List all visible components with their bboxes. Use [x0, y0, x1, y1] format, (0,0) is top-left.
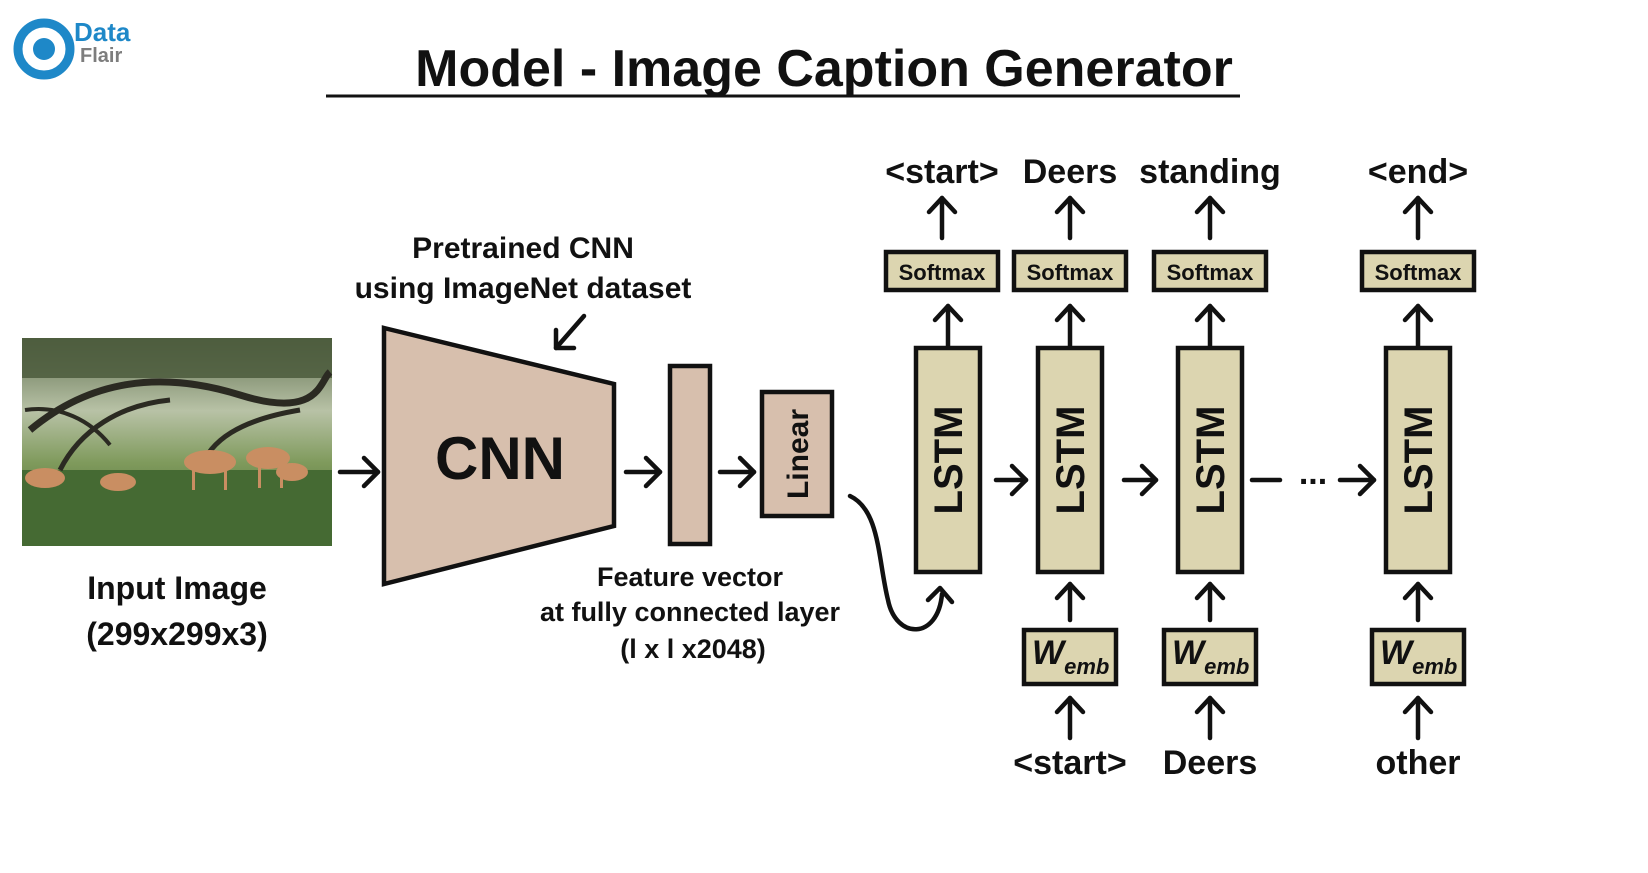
softmax-label-3: Softmax — [1375, 260, 1463, 285]
arrow-softmax-to-output-3 — [1402, 195, 1434, 241]
page-title: Model - Image Caption Generator — [415, 40, 1233, 98]
logo-word-data: Data — [74, 17, 131, 47]
cnn-label: CNN — [435, 425, 565, 492]
logo-word-flair: Flair — [80, 45, 122, 67]
input-word-0: <start> — [1013, 744, 1126, 782]
softmax-block-3 — [1359, 249, 1477, 293]
output-word-1: Deers — [1023, 153, 1118, 191]
wemb-block-2 — [1161, 627, 1259, 687]
logo-dot-icon — [33, 38, 55, 60]
softmax-block-1 — [1011, 249, 1129, 293]
input-image — [22, 338, 333, 546]
lstm-block-3 — [1383, 345, 1453, 575]
lstm-label-1: LSTM — [1049, 406, 1093, 515]
lstm-label-2: LSTM — [1189, 406, 1233, 515]
arrow-wemb-to-lstm-1 — [1054, 581, 1086, 623]
arrow-lstm-0-to-1 — [993, 463, 1029, 497]
annotation-arrow — [553, 313, 587, 351]
arrow-wemb-to-lstm-2 — [1194, 581, 1226, 623]
arrow-input-to-wemb-3 — [1402, 695, 1434, 741]
arrow-softmax-to-output-2 — [1194, 195, 1226, 241]
cnn-annotation-line2: using ImageNet dataset — [355, 272, 692, 305]
arrow-softmax-to-output-0 — [926, 195, 958, 241]
softmax-block-0 — [883, 249, 1001, 293]
feature-vector-line1: Feature vector — [597, 562, 784, 592]
arrow-input-to-wemb-2 — [1194, 695, 1226, 741]
output-word-2: standing — [1139, 153, 1281, 191]
wemb-block-3 — [1369, 627, 1467, 687]
arrow-lstm-to-softmax-1 — [1054, 303, 1086, 349]
arrow-lstm-to-softmax-3 — [1402, 303, 1434, 349]
dataflair-logo[interactable]: Data Flair — [13, 17, 131, 80]
output-word-3: <end> — [1368, 153, 1468, 191]
feature-vector-block — [667, 363, 713, 547]
wemb-label-2: Wemb — [1172, 634, 1249, 679]
logo-ring-icon — [13, 18, 75, 80]
softmax-label-1: Softmax — [1027, 260, 1115, 285]
wemb-block-1 — [1021, 627, 1119, 687]
output-word-0: <start> — [885, 153, 998, 191]
chain-ellipsis: ... — [1299, 454, 1327, 492]
softmax-label-0: Softmax — [899, 260, 987, 285]
softmax-label-2: Softmax — [1167, 260, 1255, 285]
arrow-lstm-to-softmax-2 — [1194, 303, 1226, 349]
arrow-input-to-wemb-1 — [1054, 695, 1086, 741]
arrow-lstm-to-softmax-0 — [932, 303, 964, 349]
input-image-label: Input Image — [87, 570, 267, 606]
feature-vector-line2: at fully connected layer — [540, 597, 841, 627]
lstm-label-3: LSTM — [1397, 406, 1441, 515]
lstm-block-2 — [1175, 345, 1245, 575]
input-image-size-label: (299x299x3) — [86, 616, 267, 652]
input-word-2: other — [1376, 744, 1461, 782]
wemb-label-3: Wemb — [1380, 634, 1457, 679]
wemb-label-1: Wemb — [1032, 634, 1109, 679]
arrow-image-to-cnn — [337, 455, 381, 489]
lstm-block-1 — [1035, 345, 1105, 575]
input-word-1: Deers — [1163, 744, 1258, 782]
softmax-block-2 — [1151, 249, 1269, 293]
arrow-cnn-to-feature — [623, 455, 663, 489]
arrow-wemb-to-lstm-3 — [1402, 581, 1434, 623]
linear-label: Linear — [782, 409, 815, 499]
cnn-block — [381, 325, 617, 587]
linear-block — [759, 389, 835, 519]
arrow-lstm-1-to-2 — [1121, 463, 1159, 497]
arrow-lstm-chain-to-last — [1337, 463, 1377, 497]
lstm-chain: <start>SoftmaxLSTMDeersSoftmaxLSTMWemb<s… — [883, 153, 1477, 782]
feature-vector-line3: (l x l x2048) — [620, 634, 766, 664]
arrow-feature-to-linear — [717, 455, 757, 489]
cnn-annotation-line1: Pretrained CNN — [412, 232, 634, 265]
lstm-block-0 — [913, 345, 983, 575]
arrow-linear-to-lstm — [847, 493, 955, 632]
arrow-softmax-to-output-1 — [1054, 195, 1086, 241]
lstm-label-0: LSTM — [927, 406, 971, 515]
